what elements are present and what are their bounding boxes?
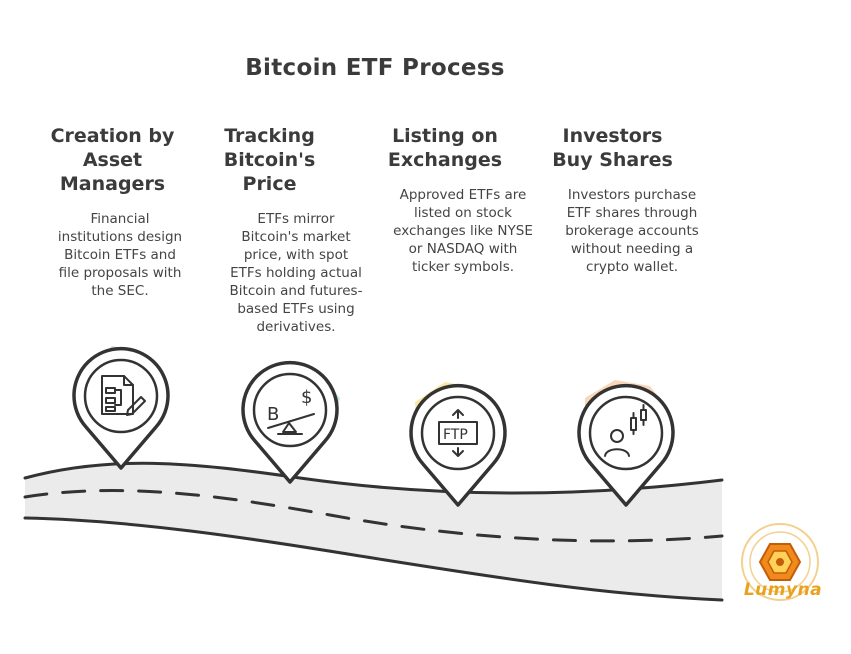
- bitcoin-dollar-seesaw-icon: B $: [267, 387, 315, 435]
- svg-text:B: B: [267, 404, 279, 425]
- document-flowchart-icon: [101, 375, 146, 416]
- logo-wordmark: Lumyna: [743, 580, 823, 600]
- svg-text:$: $: [301, 387, 312, 408]
- road: [23, 461, 724, 602]
- pin-step-3: FTP: [409, 382, 507, 507]
- pin-step-2: B $: [241, 360, 340, 484]
- ftp-transfer-icon: FTP: [438, 409, 478, 457]
- step-4-title: Investors Buy Shares: [552, 125, 673, 171]
- diagram-title: Bitcoin ETF Process: [245, 55, 505, 81]
- pin-step-4: [577, 380, 675, 507]
- step-4-description: Investors purchase ETF shares through br…: [565, 187, 699, 275]
- step-2-title: Tracking Bitcoin's Price: [223, 125, 316, 195]
- step-1-title: Creation by Asset Managers: [50, 125, 175, 195]
- svg-text:FTP: FTP: [443, 427, 468, 443]
- step-1-description: Financial institutions design Bitcoin ET…: [57, 211, 183, 299]
- step-3-description: Approved ETFs are listed on stock exchan…: [393, 187, 533, 275]
- step-3-title: Listing on Exchanges: [387, 125, 503, 171]
- lumyna-logo: [741, 523, 819, 601]
- investor-candlestick-icon: [604, 404, 647, 457]
- step-2-description: ETFs mirror Bitcoin's market price, with…: [229, 211, 363, 335]
- pin-step-1: [72, 346, 170, 470]
